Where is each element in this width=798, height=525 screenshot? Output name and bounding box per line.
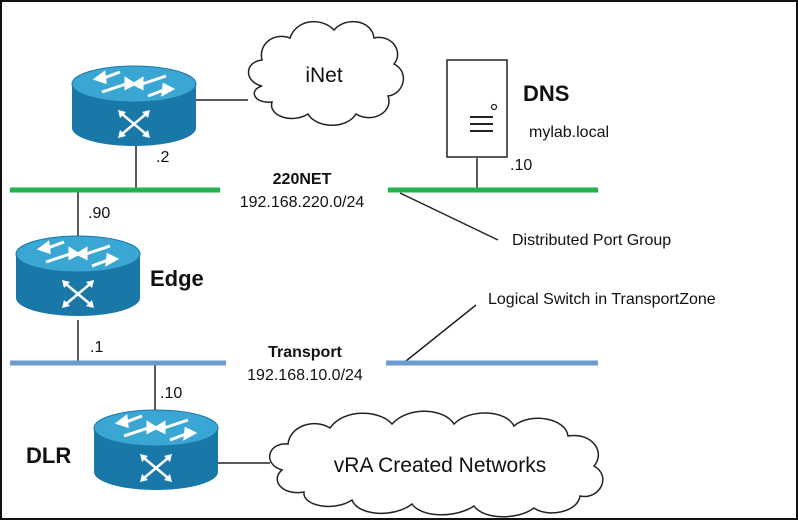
vra-cloud: vRA Created Networks <box>269 410 604 518</box>
logical-switch-callout: Logical Switch in TransportZone <box>488 291 716 308</box>
network-220net-cidr: 192.168.220.0/24 <box>240 194 365 211</box>
edge-router-icon <box>14 234 142 318</box>
link-lines <box>77 99 499 464</box>
network-transport-cidr: 192.168.10.0/24 <box>247 367 363 384</box>
dns-server <box>446 59 508 158</box>
dns-host-ip: .10 <box>510 157 532 174</box>
dns-domain: mylab.local <box>529 124 609 141</box>
inet-router-ip: .2 <box>156 149 169 166</box>
network-transport-name: Transport <box>268 344 342 361</box>
dlr-router-label: DLR <box>26 443 71 468</box>
inet-router-icon <box>70 64 198 148</box>
distributed-port-group-callout: Distributed Port Group <box>512 232 671 249</box>
edge-router-label: Edge <box>150 266 204 291</box>
server-icon <box>446 59 508 158</box>
dlr-router-icon <box>92 408 220 492</box>
edge-transport-ip: .1 <box>90 339 103 356</box>
inet-cloud-label: iNet <box>305 64 343 87</box>
inet-cloud: iNet <box>247 20 405 126</box>
dlr-transport-ip: .10 <box>160 385 182 402</box>
dns-title: DNS <box>523 81 569 106</box>
edge-220net-ip: .90 <box>88 205 110 222</box>
network-220net-name: 220NET <box>273 171 332 188</box>
vra-cloud-label: vRA Created Networks <box>334 454 546 477</box>
